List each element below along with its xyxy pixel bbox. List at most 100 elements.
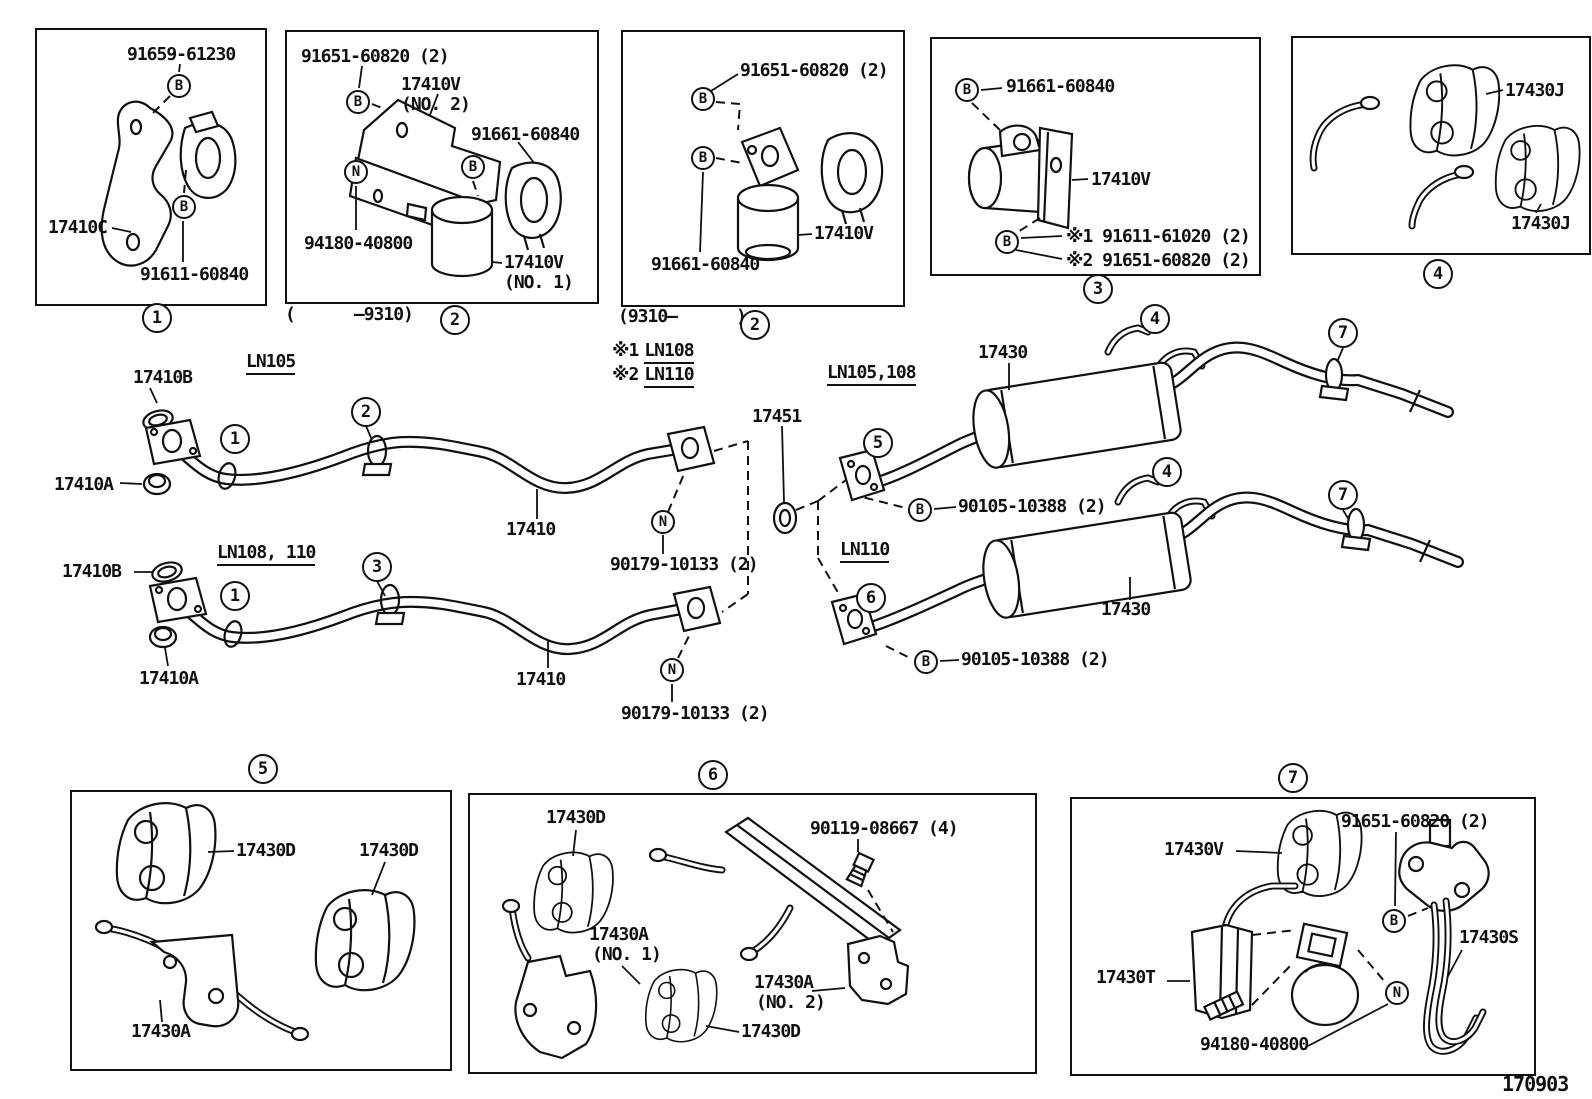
bottom7-number: 7 xyxy=(1278,763,1308,793)
front-pipe-upper-drawing xyxy=(119,387,716,554)
part-label: 90119-08667 (4) xyxy=(810,818,959,839)
part-label: (NO. 2) xyxy=(401,94,471,115)
callout-number: 7 xyxy=(1328,480,1358,510)
fastener-b-callout: B xyxy=(691,87,715,111)
inset1-bracket-drawing xyxy=(100,63,237,267)
bottom6-parts-drawing xyxy=(501,816,910,1060)
fastener-b-callout: B xyxy=(908,498,932,522)
callout-number: 1 xyxy=(220,424,250,454)
bottom5-number: 5 xyxy=(248,754,278,784)
part-label: 17410C xyxy=(48,217,108,238)
part-label: 91661-60840 xyxy=(471,124,580,145)
part-label: 91661-60840 xyxy=(1006,76,1115,97)
part-label: 17410A xyxy=(54,474,114,495)
part-label: (NO. 2) xyxy=(756,992,826,1013)
part-label: 17410V xyxy=(1091,169,1151,190)
model-variant-label: LN105 xyxy=(246,352,296,375)
date-range-caption: ( —9310) xyxy=(285,304,414,325)
inset2-bracket-drawing xyxy=(348,65,562,278)
part-label: 17430 xyxy=(978,342,1028,363)
callout-number: 2 xyxy=(351,397,381,427)
part-label: 17430S xyxy=(1459,927,1519,948)
part-label: 17410 xyxy=(506,519,556,540)
inset-box-5 xyxy=(1291,36,1591,255)
fastener-n-callout: N xyxy=(660,658,684,682)
part-label: 17430 xyxy=(1101,599,1151,620)
fastener-b-callout: B xyxy=(167,74,191,98)
fastener-b-callout: B xyxy=(955,78,979,102)
part-label: 17430D xyxy=(359,840,419,861)
fastener-b-callout: B xyxy=(1382,909,1406,933)
callout-number: 6 xyxy=(856,583,886,613)
inset4-bracket-drawing xyxy=(967,87,1089,260)
part-label: 17410V xyxy=(814,223,874,244)
inset5-number: 4 xyxy=(1423,259,1453,289)
part-label: 17430V xyxy=(1164,839,1224,860)
bottom7-parts-drawing xyxy=(1167,809,1490,1055)
model-variant-label: LN110 xyxy=(840,540,890,563)
part-label: (NO. 1) xyxy=(504,272,574,293)
inset1-number: 1 xyxy=(142,303,172,333)
part-note: ※1 91611-61020 (2) xyxy=(1066,226,1251,247)
muffler-upper-drawing xyxy=(838,324,1454,510)
part-label: 17430A xyxy=(131,1021,191,1042)
part-label: 17410V xyxy=(401,74,461,95)
fastener-b-callout: B xyxy=(346,90,370,114)
part-label: 90105-10388 (2) xyxy=(961,649,1110,670)
part-label: 17410V xyxy=(504,252,564,273)
part-label: 17430A xyxy=(754,972,814,993)
callout-number: 3 xyxy=(362,552,392,582)
fastener-b-callout: B xyxy=(995,230,1019,254)
drawing-number: 170903 xyxy=(1502,1072,1569,1096)
fastener-b-callout: B xyxy=(914,650,938,674)
part-label: 17410 xyxy=(516,669,566,690)
fastener-b-callout: B xyxy=(461,155,485,179)
part-label: (NO. 1) xyxy=(592,944,662,965)
part-note: ※2 91651-60820 (2) xyxy=(1066,250,1251,271)
callout-number: 7 xyxy=(1328,318,1358,348)
bottom6-number: 6 xyxy=(698,760,728,790)
fastener-b-callout: B xyxy=(691,146,715,170)
part-label: 91661-60840 xyxy=(651,254,760,275)
part-label: 94180-40800 xyxy=(1200,1034,1309,1055)
part-label: 17430D xyxy=(236,840,296,861)
part-label: 17430J xyxy=(1505,80,1565,101)
center-gasket-drawing xyxy=(713,425,847,613)
part-label: 91659-61230 xyxy=(127,44,236,65)
part-label: 90179-10133 (2) xyxy=(621,703,770,724)
inset3-bracket-drawing xyxy=(699,73,884,262)
part-label: 17430D xyxy=(741,1021,801,1042)
callout-number: 4 xyxy=(1140,304,1170,334)
fastener-n-callout: N xyxy=(1385,981,1409,1005)
front-pipe-lower-drawing xyxy=(134,561,722,702)
fastener-n-callout: N xyxy=(344,160,368,184)
part-label: 17430D xyxy=(546,807,606,828)
callout-number: 4 xyxy=(1152,457,1182,487)
part-label: 91611-60840 xyxy=(140,264,249,285)
bottom-box-6 xyxy=(468,793,1037,1074)
part-label: 91651-60820 (2) xyxy=(301,46,450,67)
inset4-number: 3 xyxy=(1083,274,1113,304)
note-symbol: ※1 xyxy=(612,340,639,361)
part-label: 91651-60820 (2) xyxy=(740,60,889,81)
fastener-n-callout: N xyxy=(651,510,675,534)
inset5-hanger-drawing xyxy=(1309,64,1581,230)
part-label: 17430T xyxy=(1096,967,1156,988)
muffler-lower-drawing xyxy=(830,474,1464,662)
part-label: 94180-40800 xyxy=(304,233,413,254)
callout-number: 5 xyxy=(863,428,893,458)
model-name: LN110 xyxy=(644,364,695,388)
note-symbol: ※2 xyxy=(612,364,639,385)
inset-box-3 xyxy=(621,30,905,307)
bottom5-parts-drawing xyxy=(94,802,416,1042)
bottom-box-7 xyxy=(1070,797,1536,1076)
date-range-caption: (9310— ) xyxy=(618,306,747,327)
part-label: 17430A xyxy=(589,924,649,945)
callout-number: 1 xyxy=(220,581,250,611)
bottom-box-5 xyxy=(70,790,452,1071)
model-variant-label: LN105,108 xyxy=(827,363,917,386)
part-label: 17410B xyxy=(62,561,122,582)
